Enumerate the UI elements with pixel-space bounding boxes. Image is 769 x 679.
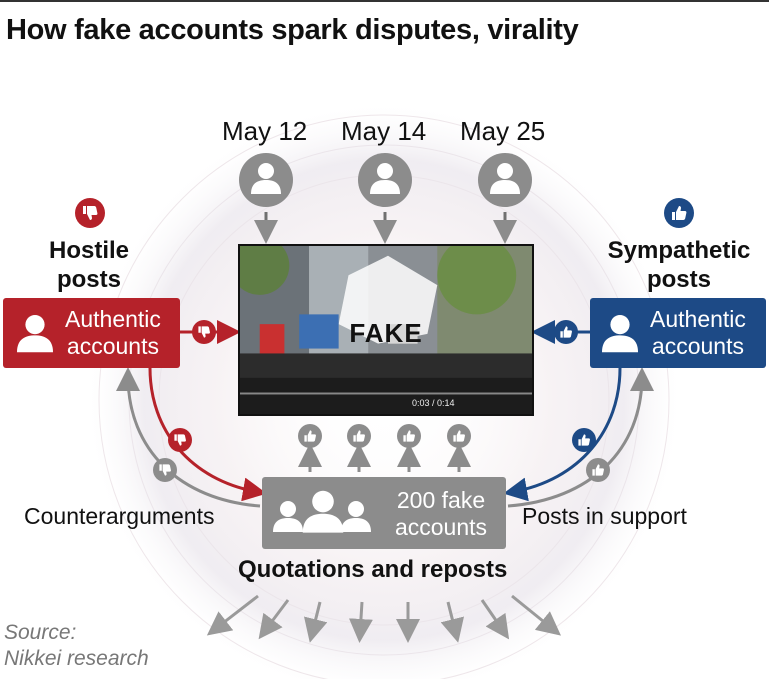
sympathetic-heading: Sympathetic posts: [594, 236, 764, 294]
thumbs-down-icon: [192, 320, 216, 344]
hostile-authentic-accounts-box: Authentic accounts: [3, 298, 180, 368]
date-may-12: May 12: [222, 116, 308, 146]
hostile-heading-line2: posts: [56, 266, 121, 293]
fake-accounts-label: 200 fake accounts: [386, 484, 496, 544]
thumbs-up-icon: [397, 424, 421, 448]
date-may-14: May 14: [341, 116, 427, 146]
video-timestamp: 0:03 / 0:14: [412, 398, 455, 408]
person-icon: [17, 315, 53, 353]
sympathetic-box-line2: accounts: [651, 333, 744, 359]
fake-label: FAKE: [349, 318, 423, 348]
spread-arrows: [206, 594, 561, 643]
fake-accounts-text: 200 fake accounts: [395, 487, 487, 541]
thumbs-down-icon: [168, 428, 192, 452]
thumbs-up-icon: [572, 428, 596, 452]
date-may-25: May 25: [460, 116, 546, 146]
page-title: How fake accounts spark disputes, virali…: [6, 14, 579, 46]
video-scene-image: [240, 246, 532, 414]
sympathetic-heading-line1: Sympathetic: [607, 237, 751, 264]
source-line1: Source:: [4, 621, 77, 644]
fake-accounts-line2: accounts: [394, 514, 488, 540]
counterarguments-label: Counterarguments: [24, 503, 215, 529]
hostile-heading: Hostile posts: [28, 236, 150, 294]
sympathetic-authentic-accounts-box: Authentic accounts: [590, 298, 766, 368]
quotations-and-reposts-label: Quotations and reposts: [238, 556, 508, 583]
posts-in-support-label: Posts in support: [522, 503, 687, 529]
sympathetic-box-line1: Authentic: [650, 306, 746, 332]
thumbs-down-icon: [153, 458, 177, 482]
thumbs-up-icon: [298, 424, 322, 448]
repost-arrows: [298, 443, 471, 472]
thumbs-up-icon: [347, 424, 371, 448]
hostile-heading-line1: Hostile: [48, 237, 129, 264]
source-line2: Nikkei research: [4, 647, 149, 670]
hostile-box-line2: accounts: [66, 333, 159, 359]
sympathetic-heading-line2: posts: [646, 266, 711, 293]
source-note: Source: Nikkei research: [4, 620, 149, 672]
sympathetic-box-label: Authentic accounts: [650, 306, 746, 360]
person-icon: [602, 315, 638, 353]
thumbs-down-icon: [75, 198, 105, 228]
thumbs-up-icon: [586, 458, 610, 482]
avatar-may-25: [478, 153, 532, 207]
thumbs-up-icon: [664, 198, 694, 228]
top-rule: [0, 0, 769, 2]
thumbs-up-icon: [554, 320, 578, 344]
hostile-box-label: Authentic accounts: [65, 306, 161, 360]
fake-accounts-line1: 200 fake: [396, 487, 486, 513]
thumbs-up-icon: [447, 424, 471, 448]
avatar-may-14: [358, 153, 412, 207]
fake-video-thumbnail[interactable]: FAKE 0:03 / 0:14: [238, 244, 534, 416]
halo-ring: [98, 114, 670, 679]
hostile-box-line1: Authentic: [65, 306, 161, 332]
avatar-may-12: [239, 153, 293, 207]
